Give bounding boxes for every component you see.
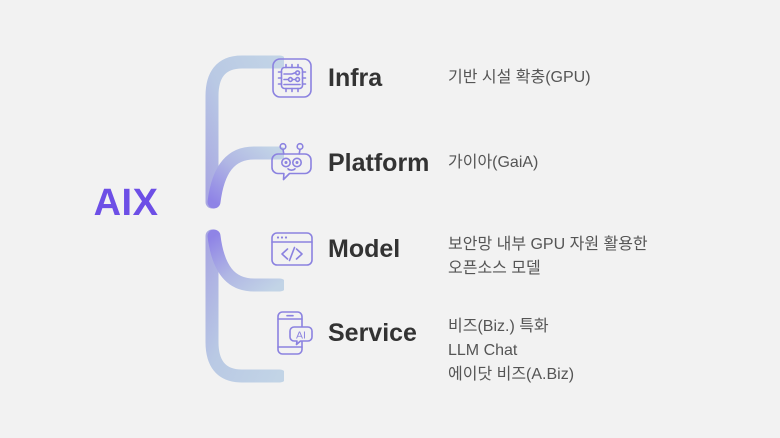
branch-label-platform: Platform <box>328 149 430 177</box>
branch-desc-line: 오픈소스 모델 <box>448 260 541 277</box>
branch-desc-line: 가이아(GaiA) <box>448 154 539 171</box>
branch-label-service: Service <box>328 319 417 347</box>
branch-desc-line: 보안망 내부 GPU 자원 활용한 <box>448 236 648 253</box>
chip-icon <box>264 48 320 108</box>
branch-desc-line: 에이닷 비즈(A.Biz) <box>448 366 575 383</box>
robot-chat-icon <box>264 133 320 193</box>
phone-ai-chat-icon: AI <box>264 303 320 363</box>
brace-connector <box>168 52 287 386</box>
branch-desc-line: 비즈(Biz.) 특화 <box>448 318 549 335</box>
branch-desc-platform: 가이아(GaiA) <box>448 133 538 175</box>
branch-label-model: Model <box>328 235 401 263</box>
branch-desc-line: LLM Chat <box>448 342 518 359</box>
svg-text:AI: AI <box>296 329 306 341</box>
branch-line-infra <box>205 55 287 209</box>
branch-label-infra: Infra <box>328 64 383 92</box>
branch-desc-model: 보안망 내부 GPU 자원 활용한 오픈소스 모델 <box>448 219 648 281</box>
branch-desc-infra: 기반 시설 확충(GPU) <box>448 48 591 90</box>
branch-row-model: Model 보안망 내부 GPU 자원 활용한 오픈소스 모델 <box>264 219 648 281</box>
root-node-label: AIX <box>93 182 159 224</box>
branch-desc-service: 비즈(Biz.) 특화 LLM Chat 에이닷 비즈(A.Biz) <box>448 303 574 387</box>
branch-row-infra: Infra 기반 시설 확충(GPU) <box>264 48 591 108</box>
branch-desc-line: 기반 시설 확충(GPU) <box>448 69 591 86</box>
branch-row-platform: Platform 가이아(GaiA) <box>264 133 538 193</box>
branch-line-service <box>205 229 287 383</box>
branch-row-service: AI Service 비즈(Biz.) 특화 LLM Chat 에이닷 비즈(A… <box>264 303 574 387</box>
brace-connector-svg <box>172 55 287 383</box>
code-window-icon <box>264 219 320 279</box>
